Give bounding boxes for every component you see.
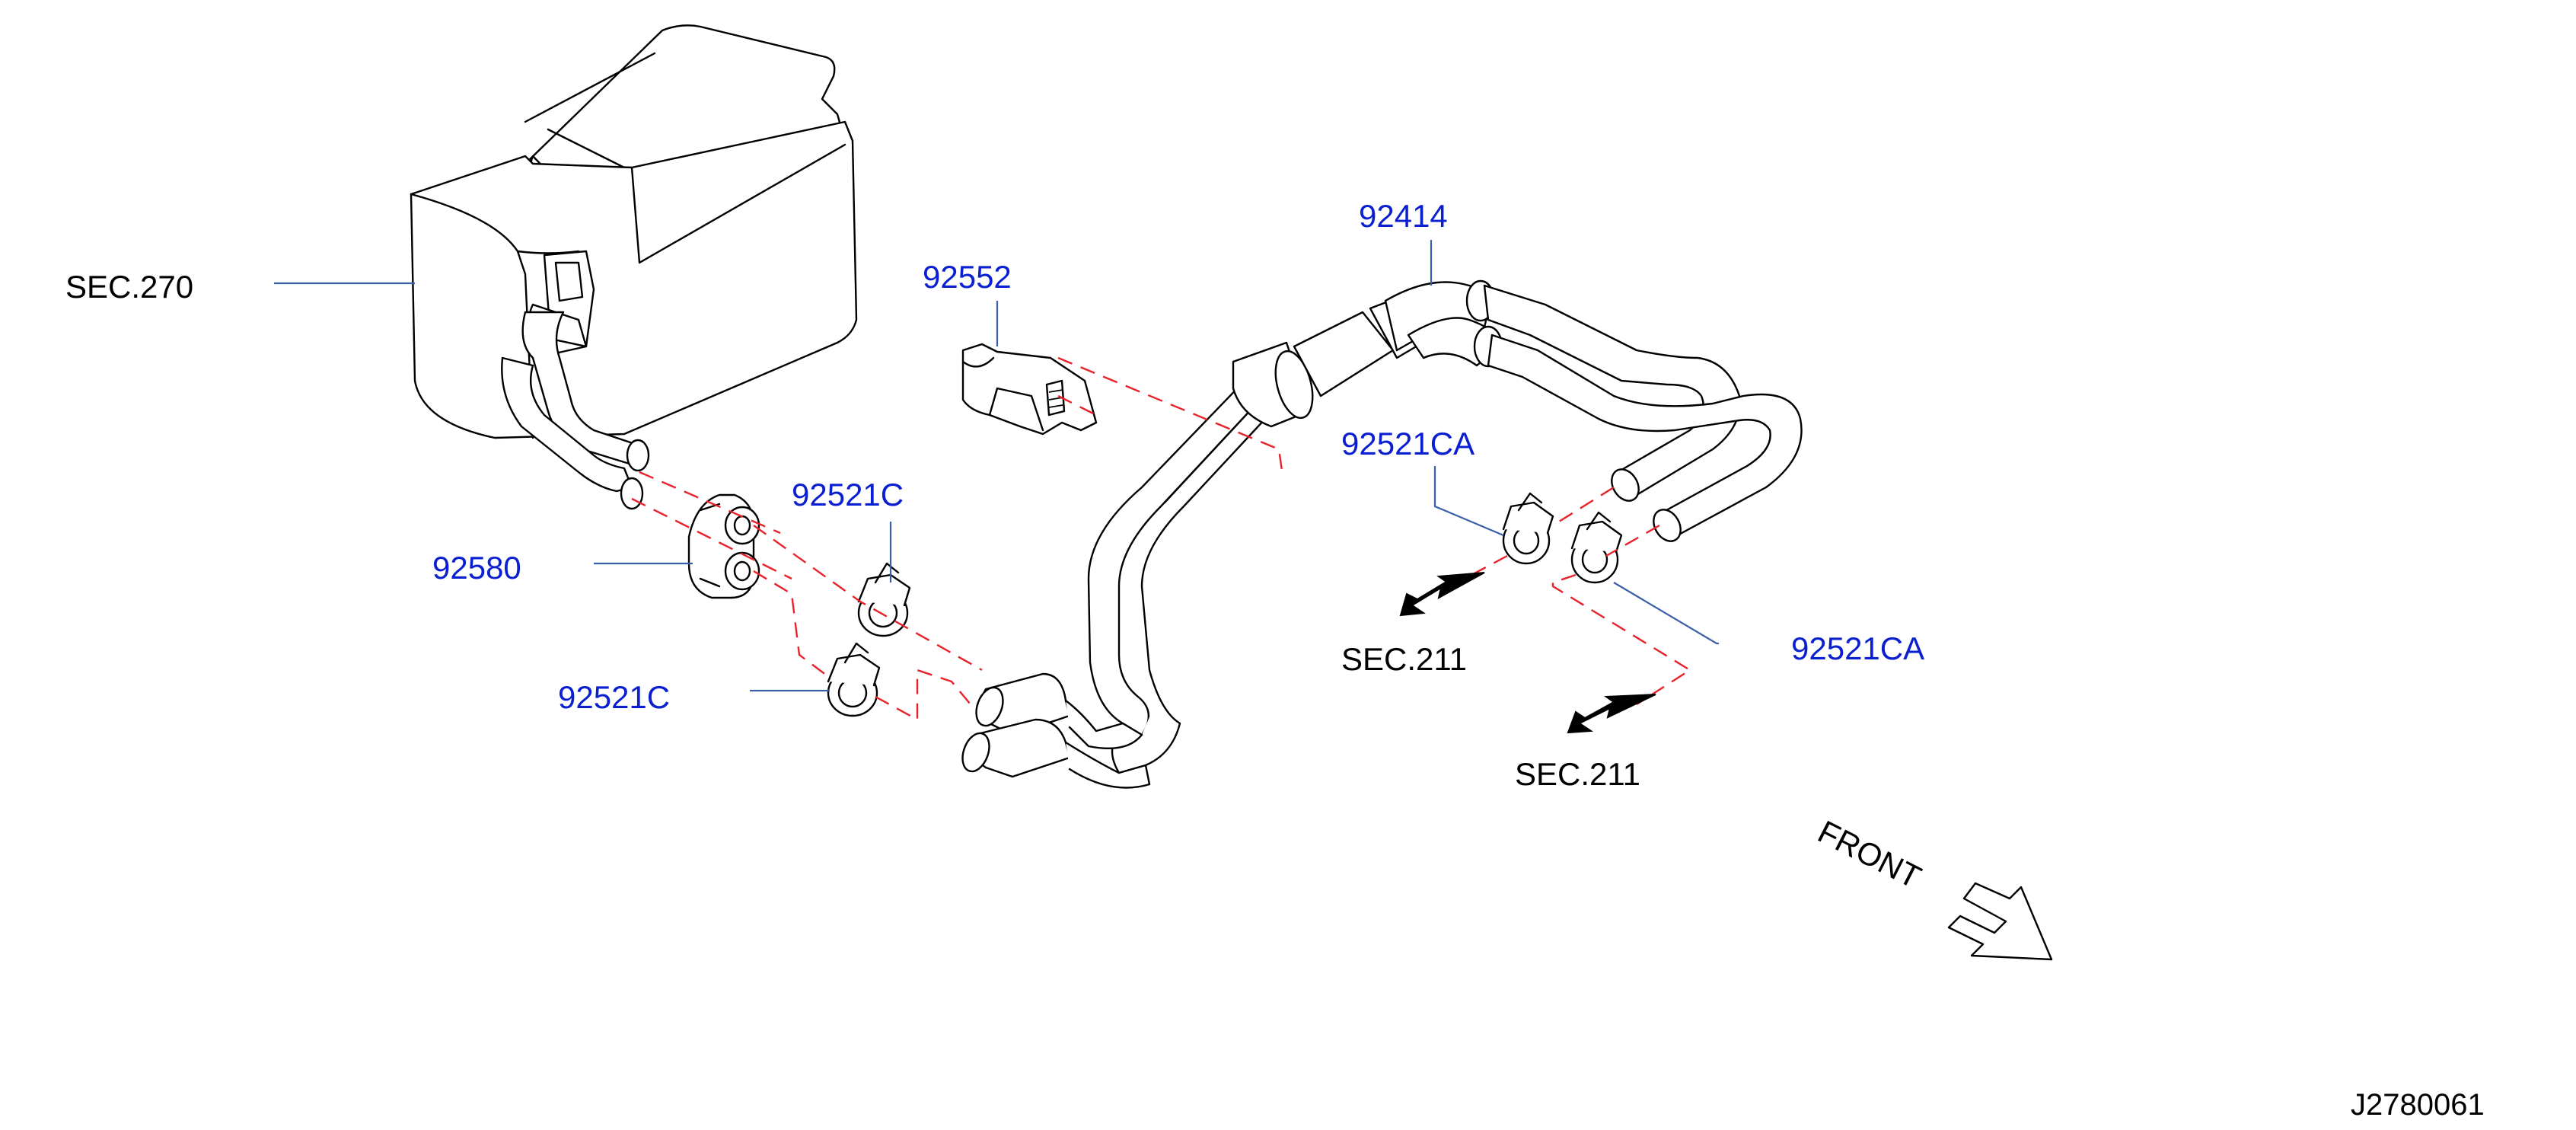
clamp-92521c-upper [857, 562, 911, 637]
flow-arrow-icon [1399, 572, 1656, 734]
label-part-92521ca-lower: 92521CA [1791, 630, 1924, 666]
label-sec-270: SEC.270 [65, 269, 193, 305]
grommet-92580 [687, 493, 760, 599]
hose-assembly-92414 [961, 279, 1803, 789]
label-front: FRONT [1812, 813, 1927, 895]
leader-lines [274, 240, 1719, 692]
clamp-92521ca-right [1570, 511, 1623, 584]
bracket-92552 [961, 343, 1098, 436]
label-part-92521ca-upper: 92521CA [1341, 426, 1475, 461]
label-part-92580: 92580 [432, 550, 521, 586]
label-part-92414: 92414 [1359, 198, 1448, 234]
mating-lines [631, 356, 1692, 722]
label-part-92552: 92552 [923, 259, 1012, 295]
front-direction-arrow-icon [1947, 882, 2053, 961]
label-sec-211-upper: SEC.211 [1341, 641, 1467, 677]
diagram-id: J2780061 [2351, 1088, 2485, 1122]
heater-unit [410, 24, 858, 510]
clamp-92521ca-left [1502, 492, 1554, 565]
label-part-92521c-upper: 92521C [792, 477, 904, 512]
clamp-92521c-lower [827, 642, 881, 717]
label-part-92521c-lower: 92521C [558, 679, 670, 715]
label-sec-211-lower: SEC.211 [1515, 756, 1640, 792]
